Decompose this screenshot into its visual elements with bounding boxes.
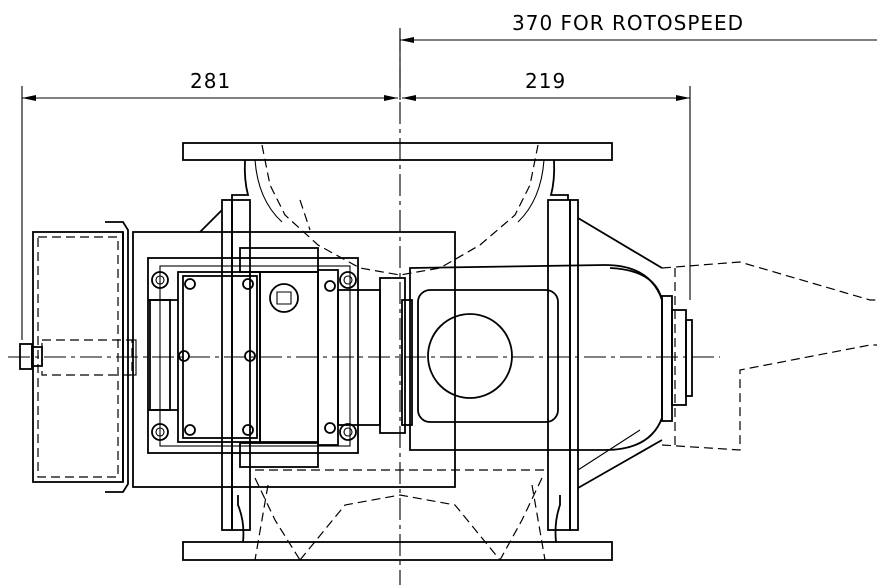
gearbox [401, 264, 693, 451]
rotospeed-motor-outline [661, 261, 877, 451]
valve-body [199, 199, 663, 531]
top-inlet-flange [182, 142, 613, 276]
dimension-rotospeed-label: 370 FOR ROTOSPEED [512, 11, 744, 35]
dimension-left-label: 281 [190, 69, 231, 93]
bottom-outlet-flange [182, 469, 613, 561]
bolts [151, 271, 357, 441]
dimension-right: 219 [402, 69, 691, 300]
dimension-right-label: 219 [525, 69, 566, 93]
centre-lines [8, 30, 720, 585]
dimension-rotospeed: 370 FOR ROTOSPEED [399, 11, 877, 100]
dimension-left: 281 [21, 69, 398, 340]
